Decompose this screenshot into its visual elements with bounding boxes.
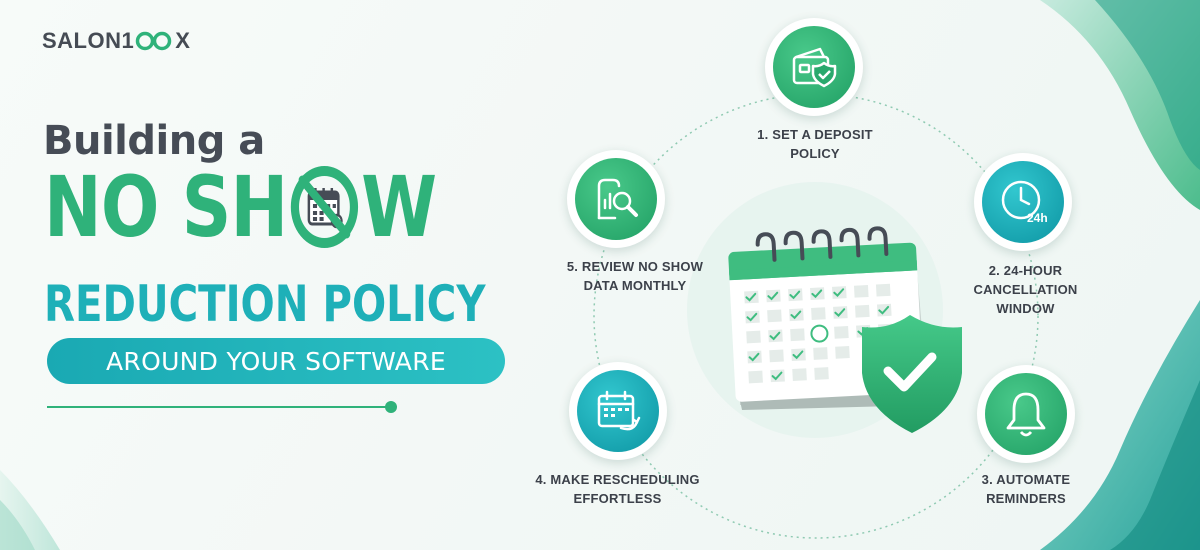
infinity-logo-icon (136, 31, 172, 51)
step-5-badge (567, 150, 665, 248)
step-3-line-2: REMINDERS (986, 490, 1066, 506)
headline-no-show-right: W (361, 158, 437, 256)
logo-text-left: SALON1 (42, 28, 135, 53)
step-5-line-2: DATA MONTHLY (583, 277, 687, 293)
headline-policy: REDUCTION POLICY (44, 275, 486, 333)
clock-24h-label: 24h (1027, 211, 1048, 225)
step-2-line-2: CANCELLATION (973, 281, 1078, 297)
wallet-shield-icon (792, 47, 837, 88)
step-2-label: 2. 24-HOUR CANCELLATION WINDOW (968, 262, 1083, 319)
step-4-line-1: 4. MAKE RESCHEDULING (535, 472, 700, 487)
headline-no-show-left: NO SH (44, 158, 288, 256)
step-4-badge (569, 362, 667, 460)
subtitle-pill: AROUND YOUR SOFTWARE (47, 338, 505, 384)
step-2-badge: 24h (974, 153, 1072, 251)
step-4-line-2: EFFORTLESS (573, 490, 662, 506)
step-4-label: 4. MAKE RESCHEDULING EFFORTLESS (530, 471, 705, 509)
headline-no-show: NO SH W (44, 158, 437, 256)
step-5-label: 5. REVIEW NO SHOW DATA MONTHLY (555, 258, 715, 296)
logo-text-right: X (175, 28, 191, 53)
step-3-line-1: 3. AUTOMATE (981, 472, 1071, 487)
divider-dot (385, 401, 397, 413)
headline-intro: Building a (43, 118, 265, 164)
step-1-line-1: 1. SET A DEPOSIT (757, 127, 873, 142)
calendar-shield-illustration (728, 226, 962, 433)
calendar-reschedule-icon (597, 390, 641, 431)
step-3-label: 3. AUTOMATE REMINDERS (961, 471, 1091, 509)
report-magnifier-icon (597, 178, 638, 220)
brand-logo: SALON1 X (42, 28, 190, 54)
bell-icon (1006, 392, 1046, 437)
step-1-line-2: POLICY (790, 145, 840, 161)
prohibited-calendar-icon (290, 166, 358, 248)
step-2-line-3: WINDOW (996, 300, 1055, 316)
step-1-badge (765, 18, 863, 116)
clock-24h-icon: 24h (1001, 180, 1048, 225)
step-5-line-1: 5. REVIEW NO SHOW (566, 259, 704, 274)
divider-line (47, 406, 392, 408)
step-2-line-1: 2. 24-HOUR (988, 263, 1063, 278)
step-3-badge (977, 365, 1075, 463)
step-1-label: 1. SET A DEPOSIT POLICY (735, 126, 895, 164)
